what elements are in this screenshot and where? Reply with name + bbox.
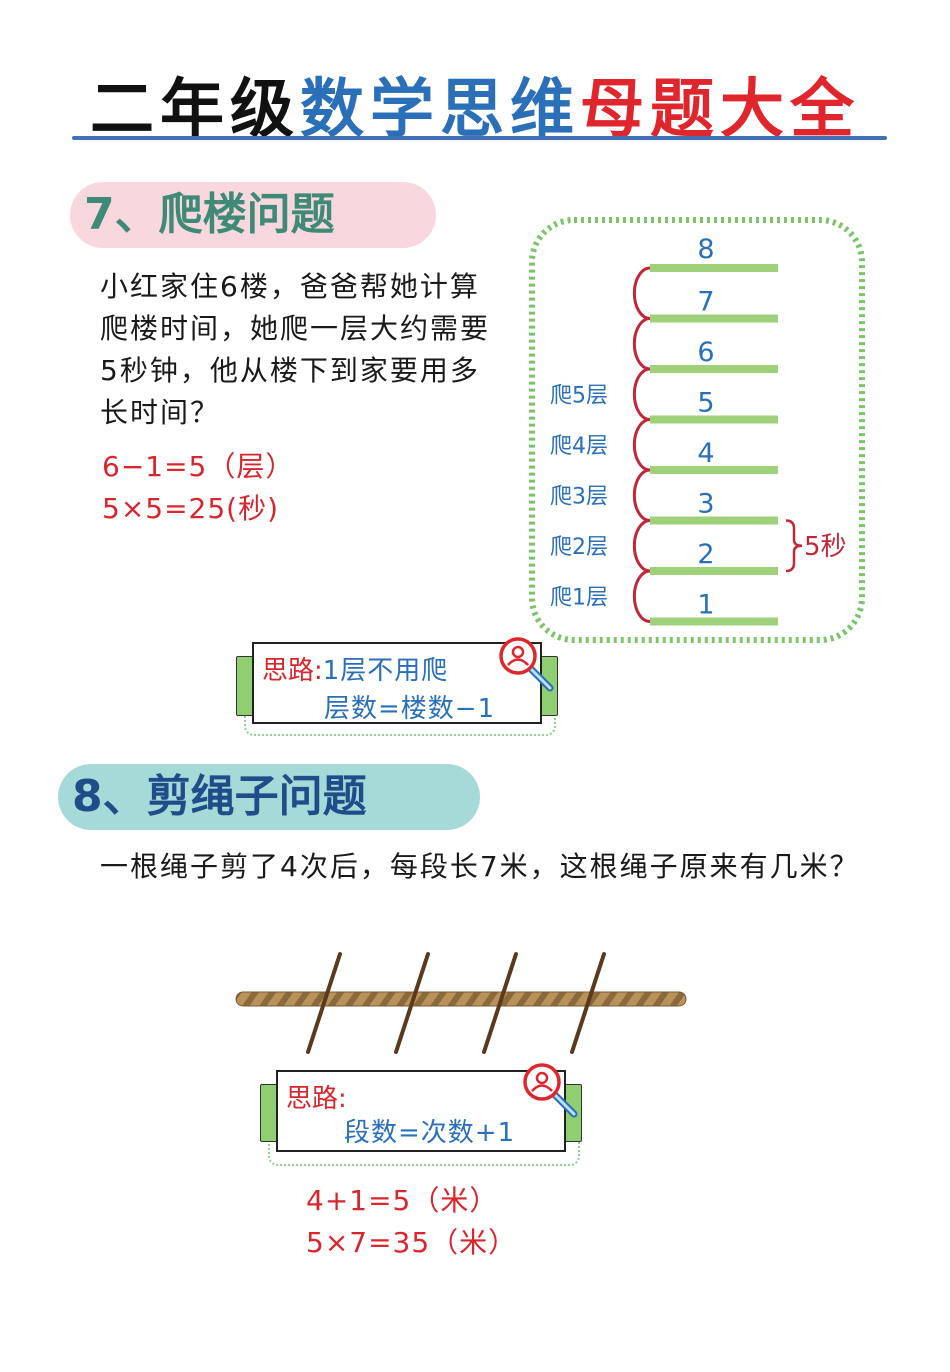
hint-8-box: 思路: 段数=次数+1 <box>276 1070 566 1152</box>
hint-8-shadow <box>268 1128 580 1166</box>
section-7-answers: 6−1=5（层） 5×5=25(秒) <box>102 446 294 530</box>
cut-line <box>482 952 518 1054</box>
floor-number: 6 <box>697 337 714 368</box>
time-brace <box>785 519 803 573</box>
rope-cuts <box>306 952 606 1054</box>
floor-number: 8 <box>697 234 714 265</box>
section-7-problem: 小红家住6楼，爸爸帮她计算爬楼时间，她爬一层大约需要5秒钟，他从楼下到家要用多长… <box>100 270 491 429</box>
diagram-frame <box>529 217 865 643</box>
floor-number: 4 <box>697 438 714 469</box>
hint-7-line-1: 1层不用爬 <box>322 656 449 686</box>
floor-bar <box>650 415 778 424</box>
brace-label: 5秒 <box>804 532 847 562</box>
rope-diagram <box>235 952 687 1054</box>
answer-line-2: 5×7=35（米） <box>306 1226 518 1259</box>
climb-label: 爬3层 <box>550 484 608 509</box>
magnifier-person-icon <box>523 1063 578 1118</box>
section-8-answers: 4+1=5（米） 5×7=35（米） <box>306 1180 517 1264</box>
page-title: 二年级数学思维母题大全 <box>0 58 950 150</box>
title-divider <box>72 136 887 140</box>
answer-line-1: 4+1=5（米） <box>306 1184 499 1217</box>
floor-number: 5 <box>697 388 714 419</box>
cut-line <box>306 952 342 1054</box>
hint-7-label: 思路: <box>262 656 323 686</box>
floor-bar <box>650 567 778 575</box>
hint-8-label: 思路: <box>286 1084 347 1114</box>
climb-arc <box>632 317 651 371</box>
section-7-heading: 7、爬楼问题 <box>70 182 436 248</box>
answer-line-2: 5×5=25(秒) <box>102 492 280 525</box>
title-part-2: 数学思维 <box>300 73 580 147</box>
climb-label: 爬5层 <box>550 383 608 408</box>
answer-line-1: 6−1=5（层） <box>102 450 295 483</box>
climb-arc <box>632 468 651 522</box>
climb-arc <box>632 367 651 421</box>
hint-7-shadow <box>244 700 556 736</box>
floor-number: 3 <box>697 489 714 520</box>
rope <box>235 991 687 1007</box>
title-part-1: 二年级 <box>90 73 300 147</box>
climb-arc <box>632 519 651 573</box>
climb-label: 爬4层 <box>550 434 608 459</box>
floor-number: 7 <box>697 287 714 318</box>
floor-number: 1 <box>697 590 714 621</box>
title-part-3: 母题大全 <box>580 73 860 147</box>
climb-label: 爬1层 <box>550 585 608 610</box>
floor-bar <box>650 365 778 373</box>
hint-7-box: 思路:1层不用爬 层数=楼数−1 <box>252 642 542 724</box>
floor-number: 2 <box>697 539 714 570</box>
climb-arc <box>632 569 651 623</box>
floor-bar <box>650 264 778 272</box>
magnifier-person-icon <box>499 637 554 692</box>
climb-arc <box>632 266 651 320</box>
floor-bar <box>650 617 778 626</box>
hint-8-line-1: 段数=次数+1 <box>344 1118 516 1148</box>
section-8-problem: 一根绳子剪了4次后，每段长7米，这根绳子原来有几米？ <box>100 850 860 883</box>
climb-label: 爬2层 <box>550 535 608 560</box>
cut-line <box>394 952 430 1054</box>
floor-bar <box>650 516 778 525</box>
climb-arc <box>632 418 651 472</box>
cut-line <box>570 952 606 1054</box>
section-8-heading: 8、剪绳子问题 <box>58 764 480 830</box>
hint-7-line-2: 层数=楼数−1 <box>324 694 496 724</box>
floor-bar <box>650 314 778 323</box>
floor-bar <box>650 466 778 474</box>
